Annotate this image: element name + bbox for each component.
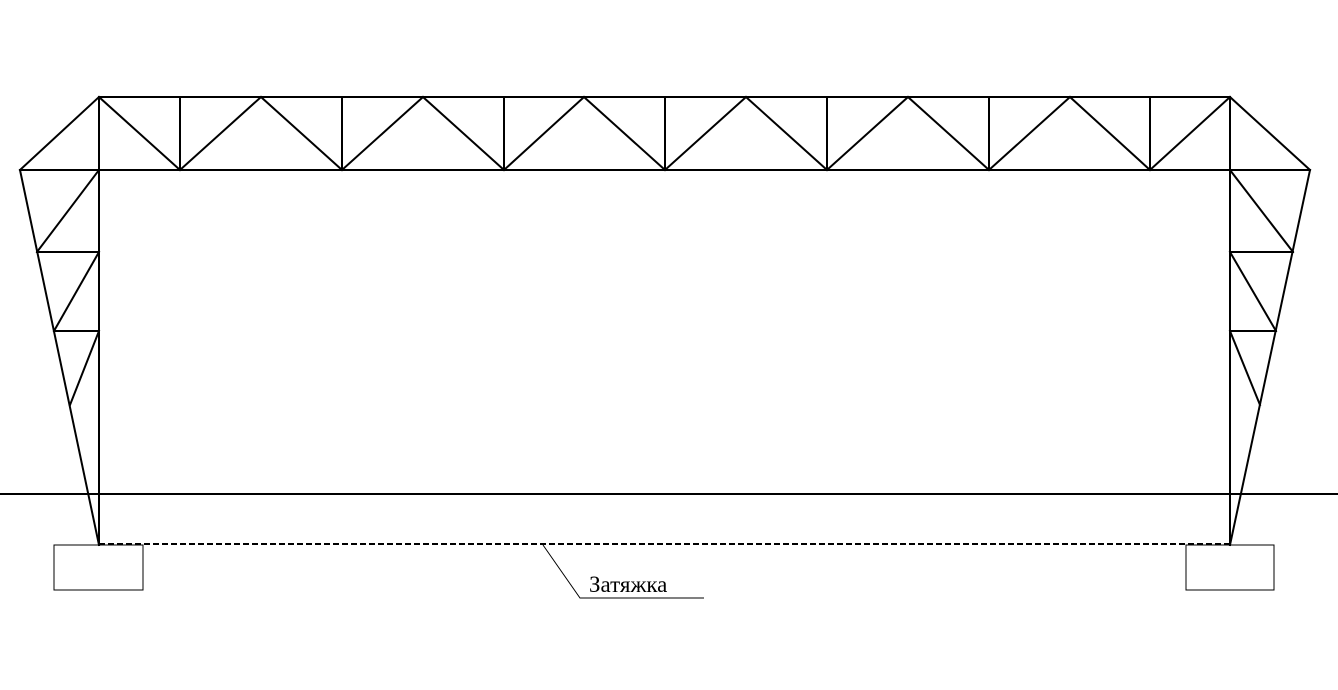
- truss-diagonal: [906, 95, 991, 172]
- truss-diagonal: [663, 95, 748, 172]
- tie-label: Затяжка: [589, 572, 667, 597]
- right-column-diagonal: [1228, 168, 1295, 254]
- right-column-outer-chord: [1228, 168, 1312, 547]
- truss-diagonal: [1068, 95, 1152, 172]
- truss-diagonal: [502, 95, 586, 172]
- truss-diagonal: [1148, 95, 1232, 172]
- truss-diagonal: [97, 95, 182, 172]
- tie-callout: Затяжка: [542, 544, 704, 599]
- truss-diagonal: [582, 95, 667, 172]
- left-column: [18, 168, 101, 547]
- left-column-diagonal: [52, 250, 101, 333]
- right-column: [1228, 168, 1312, 547]
- right-column-diagonal: [1228, 250, 1278, 333]
- right-column-diagonal: [1228, 329, 1262, 407]
- truss-diagonal: [178, 95, 263, 172]
- truss-diagonal: [987, 95, 1072, 172]
- truss-diagonal: [825, 95, 910, 172]
- foundation-left: [53, 544, 144, 591]
- truss-diagonal: [421, 95, 506, 172]
- right-overhang-top: [1228, 95, 1312, 172]
- left-overhang-top: [18, 95, 101, 172]
- callout-leader-line: [542, 544, 704, 599]
- top-truss: [18, 95, 1312, 172]
- left-column-outer-chord: [18, 168, 101, 547]
- truss-diagonal: [744, 95, 829, 172]
- truss-diagonal: [340, 95, 425, 172]
- truss-diagonal: [259, 95, 344, 172]
- foundation-right: [1185, 544, 1275, 591]
- left-column-diagonal: [35, 168, 101, 254]
- left-column-diagonal: [68, 329, 101, 407]
